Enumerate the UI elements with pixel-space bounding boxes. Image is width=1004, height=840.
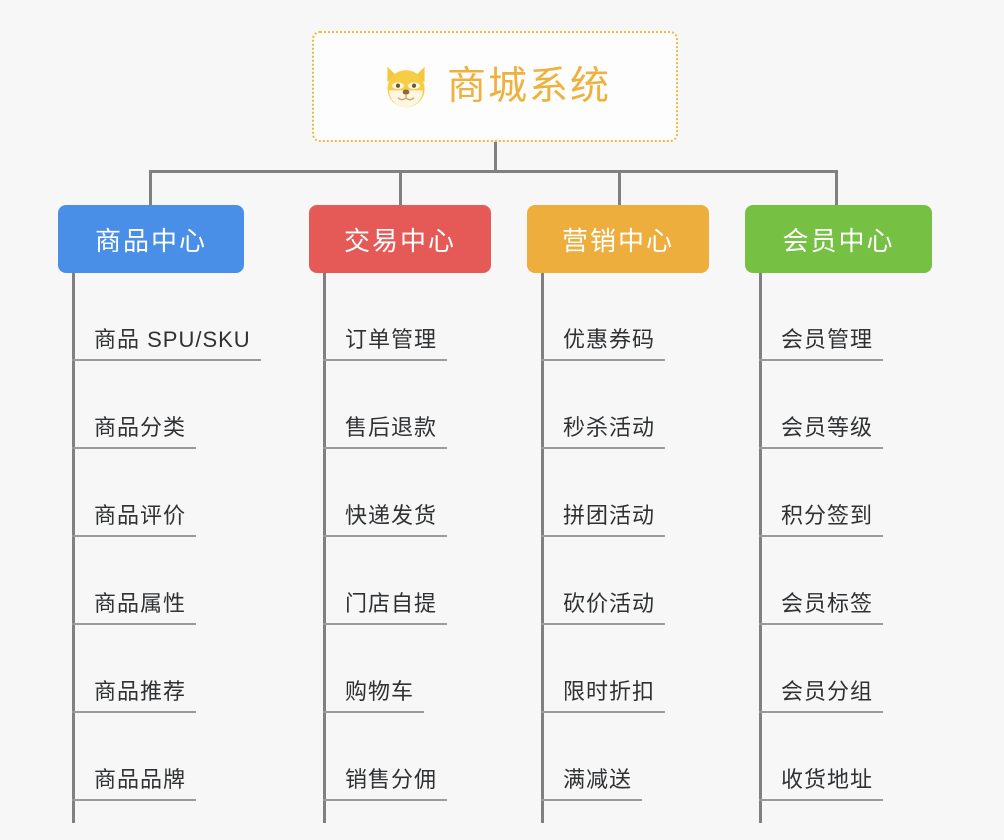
leaf-label: 会员管理 <box>759 327 884 361</box>
leaf-label: 会员等级 <box>759 415 884 449</box>
category-header-label: 商品中心 <box>94 225 207 256</box>
leaf-label: 商品 SPU/SKU <box>72 327 261 361</box>
leaf-label: 限时折扣 <box>541 679 666 713</box>
category-header-member-center[interactable]: 会员中心 <box>745 205 932 273</box>
list-item[interactable]: 订单管理 <box>323 273 448 361</box>
category-header-label: 营销中心 <box>561 225 674 256</box>
branch-marketing-center: 营销中心 优惠券码 秒杀活动 拼团活动 砍价活动 限时折扣 满减送 <box>527 205 709 823</box>
leaf-list-marketing: 优惠券码 秒杀活动 拼团活动 砍价活动 限时折扣 满减送 <box>541 273 666 801</box>
list-item[interactable]: 购物车 <box>323 625 447 713</box>
leaf-label: 购物车 <box>323 679 425 713</box>
branch-trunk-product <box>72 273 75 823</box>
list-item[interactable]: 商品 SPU/SKU <box>72 273 261 361</box>
leaf-list-trade: 订单管理 售后退款 快递发货 门店自提 购物车 销售分佣 <box>323 273 448 801</box>
connector-drop-marketing <box>618 170 621 207</box>
category-header-label: 交易中心 <box>343 225 456 256</box>
list-item[interactable]: 砍价活动 <box>541 537 666 625</box>
branch-member-center: 会员中心 会员管理 会员等级 积分签到 会员标签 会员分组 收货地址 <box>745 205 932 823</box>
connector-drop-product <box>149 170 152 207</box>
list-item[interactable]: 满减送 <box>541 713 665 801</box>
category-header-trade-center[interactable]: 交易中心 <box>309 205 491 273</box>
list-item[interactable]: 商品分类 <box>72 361 261 449</box>
leaf-label: 售后退款 <box>323 415 448 449</box>
leaf-label: 收货地址 <box>759 767 884 801</box>
list-item[interactable]: 售后退款 <box>323 361 448 449</box>
list-item[interactable]: 商品推荐 <box>72 625 261 713</box>
leaf-label: 商品推荐 <box>72 679 197 713</box>
connector-horizontal-bus <box>150 170 838 173</box>
dog-face-icon <box>387 66 425 107</box>
leaf-label: 商品品牌 <box>72 767 197 801</box>
leaf-label: 商品属性 <box>72 591 197 625</box>
leaf-label: 会员标签 <box>759 591 884 625</box>
branch-product-center: 商品中心 商品 SPU/SKU 商品分类 商品评价 商品属性 商品推荐 商品品牌 <box>58 205 261 823</box>
list-item[interactable]: 拼团活动 <box>541 449 666 537</box>
category-header-label: 会员中心 <box>782 225 895 256</box>
leaf-label: 门店自提 <box>323 591 448 625</box>
root-node-shopping-system[interactable]: 商城系统 <box>312 31 678 142</box>
leaf-label: 销售分佣 <box>323 767 448 801</box>
list-item[interactable]: 秒杀活动 <box>541 361 666 449</box>
branch-trade-center: 交易中心 订单管理 售后退款 快递发货 门店自提 购物车 销售分佣 <box>309 205 491 823</box>
category-header-product-center[interactable]: 商品中心 <box>58 205 244 273</box>
leaf-list-member: 会员管理 会员等级 积分签到 会员标签 会员分组 收货地址 <box>759 273 884 801</box>
branch-trunk-trade <box>323 273 326 823</box>
list-item[interactable]: 会员等级 <box>759 361 884 449</box>
leaf-label: 快递发货 <box>323 503 448 537</box>
leaf-label: 会员分组 <box>759 679 884 713</box>
list-item[interactable]: 收货地址 <box>759 713 884 801</box>
connector-drop-member <box>835 170 838 207</box>
category-header-marketing-center[interactable]: 营销中心 <box>527 205 709 273</box>
leaf-list-product: 商品 SPU/SKU 商品分类 商品评价 商品属性 商品推荐 商品品牌 <box>72 273 261 801</box>
leaf-label: 砍价活动 <box>541 591 666 625</box>
leaf-label: 秒杀活动 <box>541 415 666 449</box>
leaf-label: 满减送 <box>541 767 643 801</box>
list-item[interactable]: 积分签到 <box>759 449 884 537</box>
list-item[interactable]: 门店自提 <box>323 537 448 625</box>
list-item[interactable]: 商品品牌 <box>72 713 261 801</box>
branch-trunk-marketing <box>541 273 544 823</box>
root-node-title: 商城系统 <box>446 65 611 108</box>
list-item[interactable]: 会员分组 <box>759 625 884 713</box>
leaf-label: 商品分类 <box>72 415 197 449</box>
connector-drop-trade <box>399 170 402 207</box>
connector-root-stem <box>494 142 497 172</box>
list-item[interactable]: 快递发货 <box>323 449 448 537</box>
list-item[interactable]: 优惠券码 <box>541 273 666 361</box>
leaf-label: 拼团活动 <box>541 503 666 537</box>
list-item[interactable]: 限时折扣 <box>541 625 666 713</box>
list-item[interactable]: 销售分佣 <box>323 713 448 801</box>
leaf-label: 商品评价 <box>72 503 197 537</box>
leaf-label: 积分签到 <box>759 503 884 537</box>
leaf-label: 订单管理 <box>323 327 448 361</box>
list-item[interactable]: 会员标签 <box>759 537 884 625</box>
list-item[interactable]: 商品评价 <box>72 449 261 537</box>
list-item[interactable]: 会员管理 <box>759 273 884 361</box>
list-item[interactable]: 商品属性 <box>72 537 261 625</box>
branch-trunk-member <box>759 273 762 823</box>
leaf-label: 优惠券码 <box>541 327 666 361</box>
